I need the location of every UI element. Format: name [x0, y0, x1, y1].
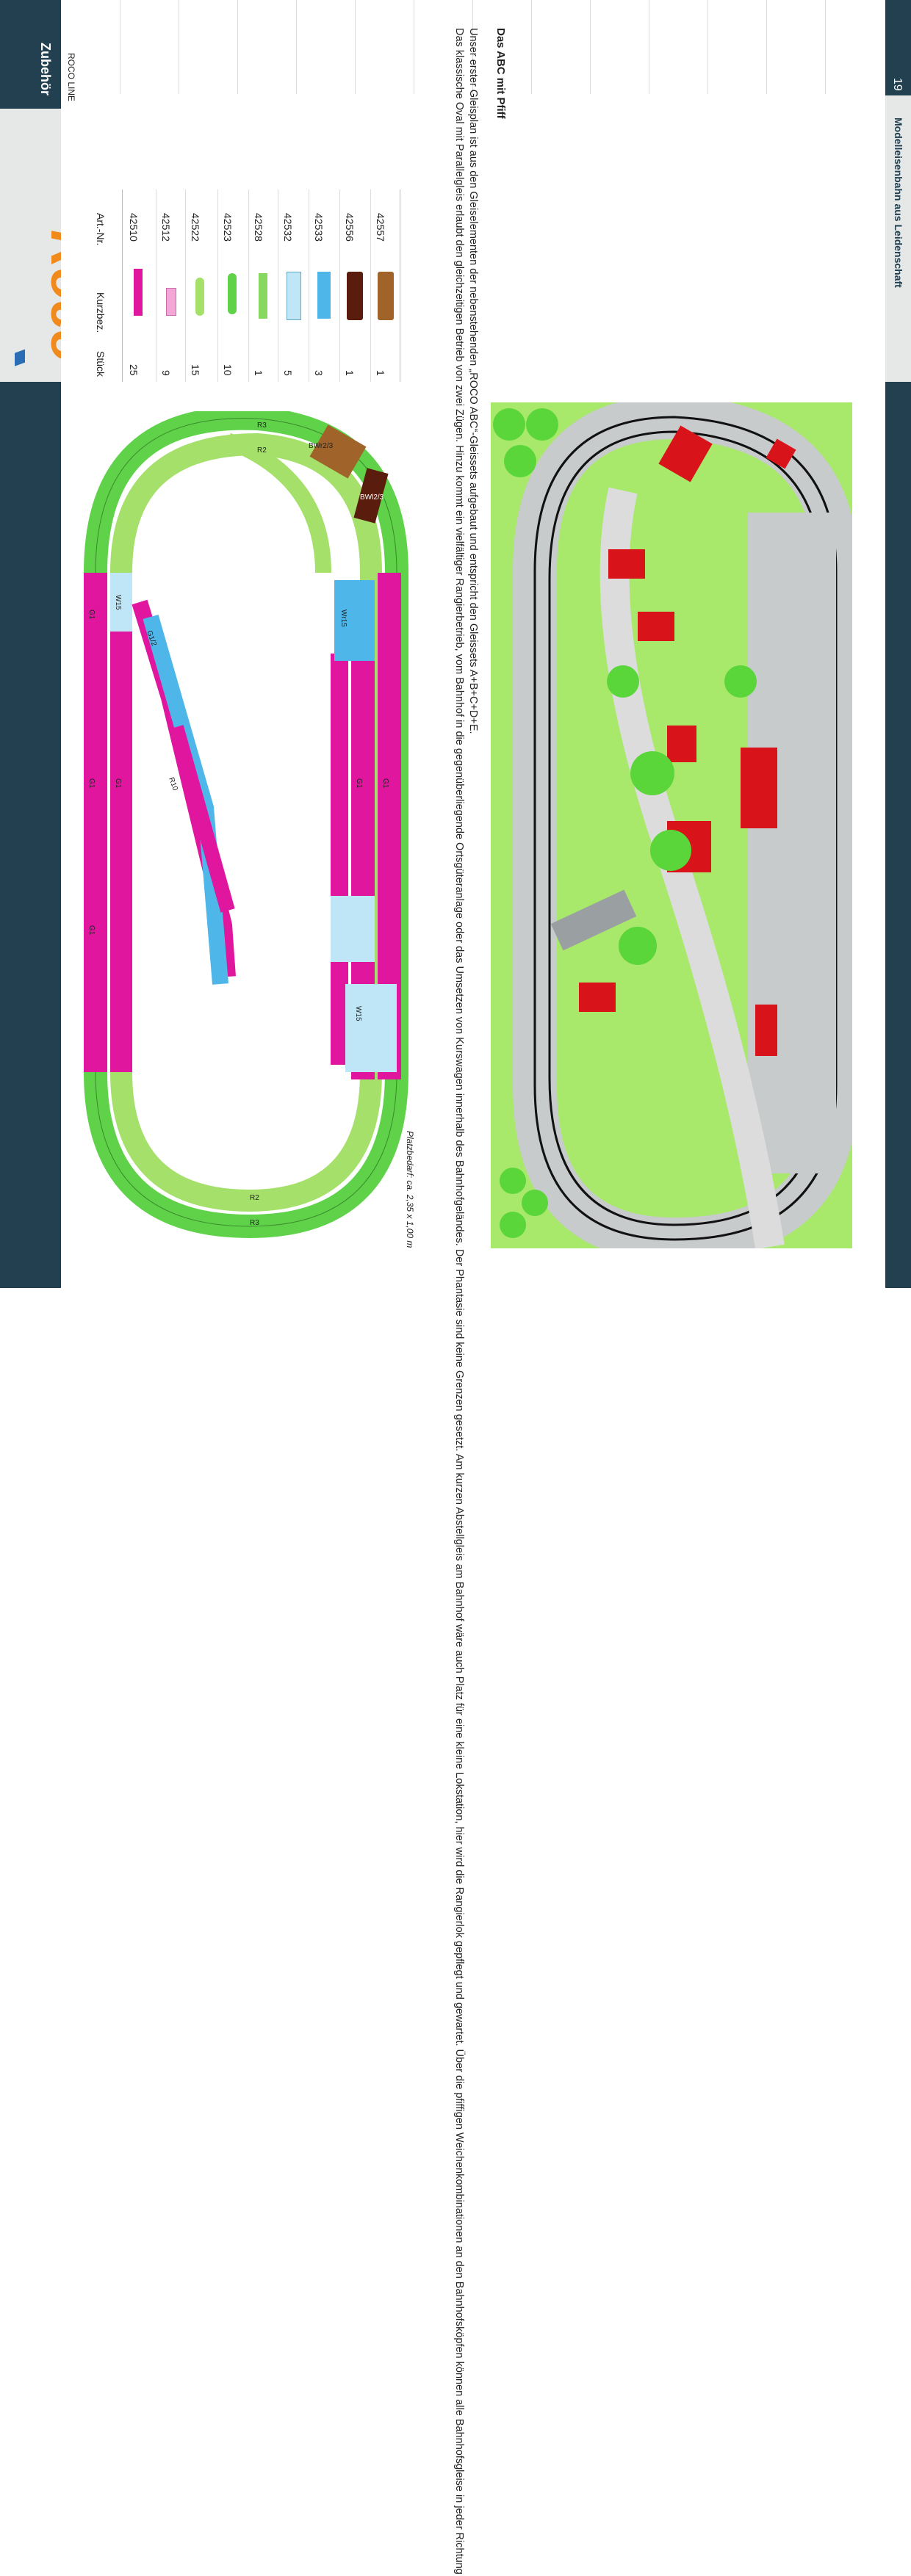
track-swatch — [347, 272, 363, 320]
table-row-art: 42512 — [160, 213, 172, 242]
svg-text:G1: G1 — [114, 778, 122, 789]
svg-text:W15: W15 — [114, 595, 122, 610]
svg-text:W15: W15 — [354, 1006, 362, 1021]
table-row-art: 42510 — [128, 213, 140, 242]
svg-text:Wr15: Wr15 — [339, 609, 348, 627]
roco-logo-icon: Roco — [15, 230, 98, 366]
article: Das ABC mit Pfiff Unser erster Gleisplan… — [452, 28, 507, 2576]
track-swatch — [378, 272, 394, 320]
footer-tagline-box: Modelleisenbahn aus Leidenschaft — [885, 95, 911, 382]
title-block: Zubehör — [0, 0, 61, 109]
table-row-art: 42523 — [222, 213, 234, 242]
track-swatch — [287, 272, 301, 320]
article-paragraph: Unser erster Gleisplan ist aus den Gleis… — [467, 28, 479, 734]
track-plan-diagram: G1 G1 G1 G1 G1 G1 Wr15 W15 W15 R3 R2 R3 … — [84, 411, 408, 1239]
table-row-qty: 10 — [222, 364, 234, 376]
section-title: Zubehör — [38, 43, 53, 95]
svg-text:R3: R3 — [257, 422, 267, 430]
svg-text:R2: R2 — [257, 446, 267, 455]
table-row-qty: 15 — [190, 364, 201, 376]
svg-text:G1: G1 — [87, 609, 96, 620]
product-line: ROCO LINE — [66, 53, 76, 102]
article-paragraph: Das klassische Oval mit Parallelgleis er… — [453, 28, 465, 2576]
table-row-qty: 25 — [128, 364, 140, 376]
table-row-art: 42557 — [375, 213, 386, 242]
page-number: 19 — [891, 78, 904, 91]
svg-text:G1: G1 — [355, 778, 363, 789]
table-row-art: 42528 — [253, 213, 264, 242]
track-swatch — [259, 273, 267, 319]
article-heading: Das ABC mit Pfiff — [494, 28, 507, 119]
table-row-art: 42556 — [344, 213, 356, 242]
table-header-qty: Stück — [95, 351, 107, 377]
footer-tagline: Modelleisenbahn aus Leidenschaft — [893, 117, 904, 288]
table-row-art: 42533 — [313, 213, 325, 242]
table-row-qty: 1 — [375, 370, 386, 376]
logo-block: Roco — [0, 109, 98, 382]
svg-text:BWr2/3: BWr2/3 — [309, 442, 334, 450]
table-row-art: 42532 — [282, 213, 294, 242]
header-rule-area — [61, 0, 885, 94]
table-row-qty: 1 — [344, 370, 356, 376]
layout-illustration — [491, 402, 852, 1248]
table-row-qty: 9 — [160, 370, 172, 376]
svg-text:BWl2/3: BWl2/3 — [360, 493, 384, 502]
logo-text: Roco — [40, 230, 61, 362]
track-swatch — [317, 272, 331, 319]
track-swatch — [228, 273, 237, 314]
table-row-qty: 1 — [253, 370, 264, 376]
article-body: Unser erster Gleisplan ist aus den Gleis… — [452, 28, 480, 2576]
svg-text:G1: G1 — [87, 925, 96, 936]
track-swatch — [166, 288, 176, 316]
table-row-qty: 3 — [313, 370, 325, 376]
svg-text:R10: R10 — [167, 776, 179, 792]
space-requirement-note: Platzbedarf: ca. 2,35 x 1,00 m — [405, 1131, 415, 1248]
track-swatch — [134, 269, 143, 316]
table-header-art: Art.-Nr. — [95, 213, 107, 246]
track-swatch — [195, 278, 204, 316]
table-row-art: 42522 — [190, 213, 201, 242]
svg-text:G1: G1 — [87, 778, 96, 789]
table-row-qty: 5 — [282, 370, 294, 376]
table-header-code: Kurzbez. — [95, 292, 107, 333]
svg-text:R3: R3 — [250, 1219, 259, 1227]
svg-text:G1: G1 — [381, 778, 389, 789]
svg-text:R2: R2 — [250, 1194, 259, 1202]
